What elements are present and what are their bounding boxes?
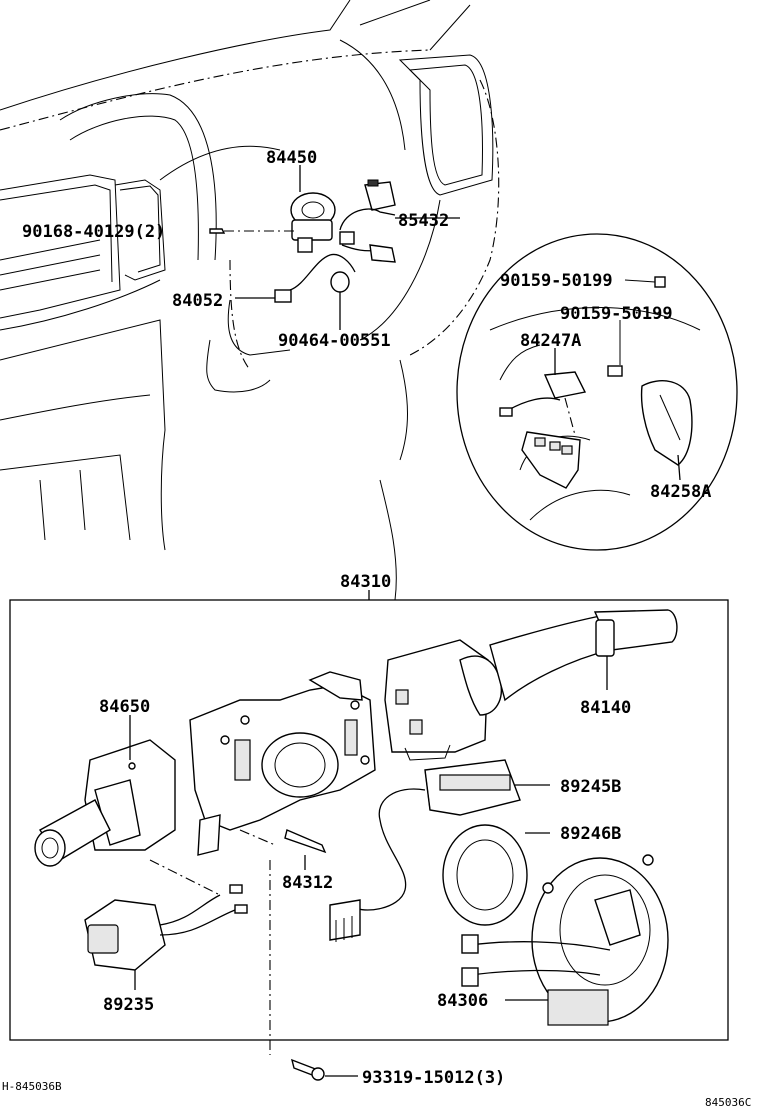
part-89235-switch <box>84 884 248 990</box>
dashboard-outline <box>0 0 500 601</box>
part-84306-spiral-cable <box>461 854 669 1026</box>
footer-left-code: H-845036B <box>2 1080 62 1093</box>
label-89246B: 89246B <box>560 824 621 844</box>
label-84247A: 84247A <box>520 331 581 351</box>
part-84052-harness <box>235 253 356 330</box>
label-90159-b: 90159-50199 <box>560 304 673 324</box>
label-84306: 84306 <box>437 991 488 1011</box>
label-85432: 85432 <box>398 211 449 231</box>
label-90159-a: 90159-50199 <box>500 271 613 291</box>
footer-right-code: 845036C <box>705 1096 751 1109</box>
part-89245B-sensor <box>329 759 550 942</box>
label-93319: 93319-15012(3) <box>362 1068 505 1088</box>
label-84650: 84650 <box>99 697 150 717</box>
part-84140-switch <box>384 609 678 761</box>
label-89245B: 89245B <box>560 777 621 797</box>
label-84310: 84310 <box>340 572 391 592</box>
label-84312: 84312 <box>282 873 333 893</box>
part-84450-sensor <box>290 165 336 253</box>
part-93319-bolt <box>269 860 358 1081</box>
label-90464: 90464-00551 <box>278 331 391 351</box>
label-84052: 84052 <box>172 291 223 311</box>
assembly-frame <box>9 590 729 1041</box>
steering-wheel-detail <box>456 233 738 551</box>
switch-base-bracket <box>189 671 376 856</box>
label-84140: 84140 <box>580 698 631 718</box>
part-89246B-ring <box>442 824 550 926</box>
part-84650-switch <box>34 715 221 896</box>
part-85432-connector <box>339 179 460 263</box>
label-89235: 89235 <box>103 995 154 1015</box>
label-84450: 84450 <box>266 148 317 168</box>
part-84312-pin <box>284 829 327 870</box>
part-90168-screw <box>209 228 295 234</box>
label-84258A: 84258A <box>650 482 711 502</box>
label-90168: 90168-40129(2) <box>22 222 165 242</box>
